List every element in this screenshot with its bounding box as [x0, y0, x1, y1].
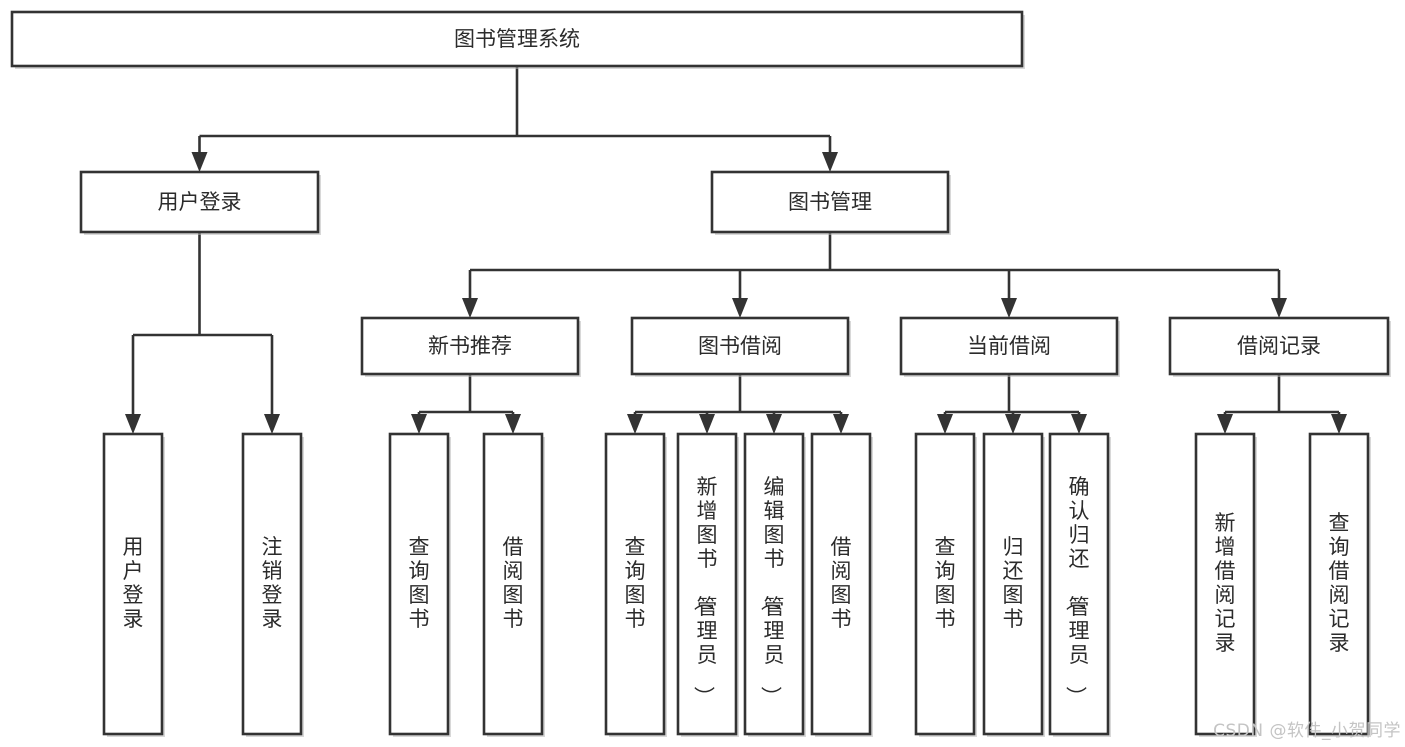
node-leaf-query-book-2-label: 查询图书 — [625, 535, 646, 631]
connector-layer — [125, 66, 1347, 434]
node-book-manage[interactable]: 图书管理 — [710, 170, 951, 235]
node-leaf-borrow-book-2-label: 借阅图书 — [831, 535, 852, 631]
node-leaf-query-borrow-record-label: 查询借阅记录 — [1329, 511, 1350, 655]
node-user-login-label: 用户登录 — [158, 190, 242, 214]
node-book-borrow[interactable]: 图书借阅 — [630, 316, 851, 377]
arrow-head-icon — [411, 414, 427, 434]
node-leaf-user-login-label: 用户登录 — [123, 535, 144, 631]
node-current-borrow-label: 当前借阅 — [967, 334, 1051, 358]
node-root[interactable]: 图书管理系统 — [10, 10, 1025, 69]
arrow-head-icon — [462, 298, 478, 318]
node-leaf-query-book-1[interactable]: 查询图书 — [388, 432, 451, 737]
node-root-label: 图书管理系统 — [454, 27, 580, 51]
arrow-head-icon — [822, 152, 838, 172]
node-leaf-edit-book-label: 编辑图书（管理员） — [759, 475, 785, 707]
arrow-head-icon — [1071, 414, 1087, 434]
arrow-head-icon — [937, 414, 953, 434]
node-leaf-edit-book[interactable]: 编辑图书（管理员） — [743, 432, 806, 737]
node-leaf-logout-login[interactable]: 注销登录 — [241, 432, 304, 737]
node-leaf-logout-login-label: 注销登录 — [262, 535, 283, 631]
arrow-head-icon — [627, 414, 643, 434]
arrow-head-icon — [264, 414, 280, 434]
node-leaf-query-book-2[interactable]: 查询图书 — [604, 432, 667, 737]
node-new-book-recommend-label: 新书推荐 — [428, 334, 512, 358]
arrow-head-icon — [191, 152, 208, 172]
arrow-head-icon — [1001, 298, 1017, 318]
node-leaf-user-login[interactable]: 用户登录 — [102, 432, 165, 737]
arrow-head-icon — [1005, 414, 1021, 434]
node-borrow-record[interactable]: 借阅记录 — [1168, 316, 1391, 377]
node-leaf-add-borrow-record-label: 新增借阅记录 — [1215, 511, 1236, 655]
node-leaf-borrow-book-1[interactable]: 借阅图书 — [482, 432, 545, 737]
arrow-head-icon — [732, 298, 748, 318]
node-leaf-query-book-3-label: 查询图书 — [935, 535, 956, 631]
arrow-head-icon — [699, 414, 715, 434]
node-book-manage-label: 图书管理 — [788, 190, 872, 214]
node-leaf-confirm-return-label: 确认归还（管理员） — [1064, 475, 1090, 707]
arrow-head-icon — [505, 414, 521, 434]
node-leaf-query-book-3[interactable]: 查询图书 — [914, 432, 977, 737]
node-borrow-record-label: 借阅记录 — [1237, 334, 1321, 358]
node-leaf-add-book[interactable]: 新增图书（管理员） — [676, 432, 739, 737]
node-leaf-query-borrow-record[interactable]: 查询借阅记录 — [1308, 432, 1371, 737]
arrow-head-icon — [1331, 414, 1347, 434]
node-leaf-borrow-book-2[interactable]: 借阅图书 — [810, 432, 873, 737]
node-leaf-query-book-1-label: 查询图书 — [409, 535, 430, 631]
node-leaf-add-book-label: 新增图书（管理员） — [692, 475, 718, 707]
node-leaf-return-book-label: 归还图书 — [1003, 535, 1024, 631]
arrow-head-icon — [125, 414, 141, 434]
arrow-head-icon — [833, 414, 849, 434]
node-book-borrow-label: 图书借阅 — [698, 334, 782, 358]
node-leaf-return-book[interactable]: 归还图书 — [982, 432, 1045, 737]
node-leaf-add-borrow-record[interactable]: 新增借阅记录 — [1194, 432, 1257, 737]
node-new-book-recommend[interactable]: 新书推荐 — [360, 316, 581, 377]
node-current-borrow[interactable]: 当前借阅 — [899, 316, 1120, 377]
node-layer: 图书管理系统用户登录图书管理新书推荐图书借阅当前借阅借阅记录用户登录注销登录查询… — [10, 10, 1391, 737]
arrow-head-icon — [1217, 414, 1233, 434]
node-user-login[interactable]: 用户登录 — [79, 170, 321, 235]
node-leaf-borrow-book-1-label: 借阅图书 — [503, 535, 524, 631]
node-leaf-confirm-return[interactable]: 确认归还（管理员） — [1048, 432, 1111, 737]
arrow-head-icon — [766, 414, 782, 434]
arrow-head-icon — [1271, 298, 1287, 318]
